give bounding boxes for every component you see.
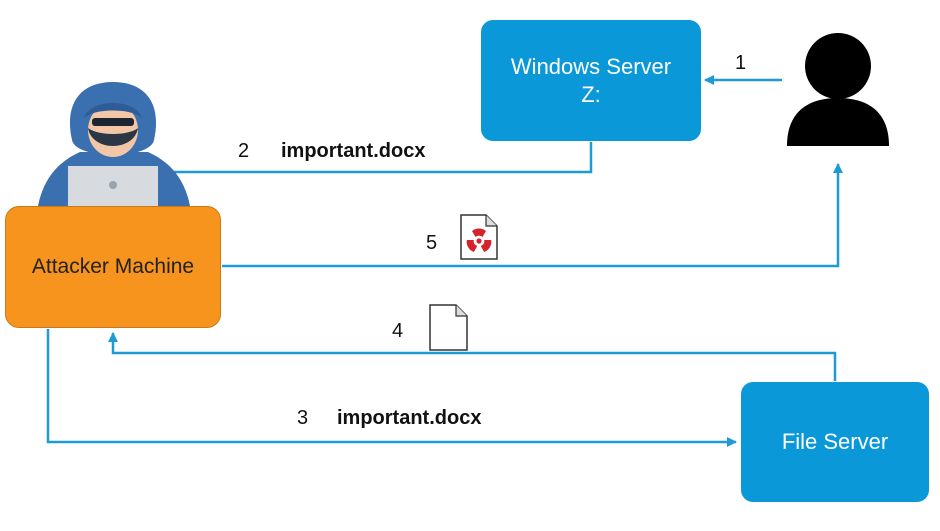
radiation-icon [466,228,492,253]
windows-server-label: Windows Server Z: [510,54,672,107]
step-2-label: important.docx [281,140,426,162]
step-4-number: 4 [392,320,404,342]
arrow-step-5 [222,163,843,268]
attacker-machine-label: Attacker Machine [31,254,195,278]
arrow-step-3 [46,329,737,447]
step-3-label: important.docx [337,407,482,429]
step-2-number: 2 [238,140,250,162]
step-1-number: 1 [735,52,747,74]
arrow-step-4 [108,332,837,381]
file-server-label: File Server [781,429,889,455]
file-server-node: File Server [741,382,929,502]
windows-server-node: Windows Server Z: [481,20,701,141]
attacker-machine-node: Attacker Machine [5,206,221,328]
step-3-number: 3 [297,407,309,429]
step-5-number: 5 [426,232,438,254]
